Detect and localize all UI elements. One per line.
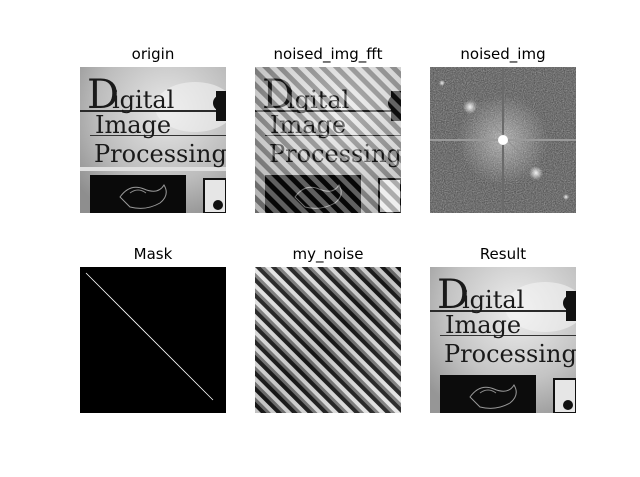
book-title-line1: igital [462,286,524,314]
noised-img-fft-graphic: D igital Image Processing [255,67,401,213]
book-initial: D [437,272,469,318]
book-title-line2: Image [445,311,521,339]
mask-image [80,267,226,413]
panel-title-my-noise: my_noise [292,245,364,263]
panel-title-result: Result [479,245,527,263]
panel-title-noised-img-fft: noised_img_fft [273,45,383,63]
panel-title-origin: origin [131,45,175,63]
book-title-line1: igital [112,86,174,114]
result-image: D igital Image Processing [430,267,576,413]
book-title-line3: Processing [444,340,576,368]
panel-title-mask: Mask [133,245,173,263]
book-title-line3: Processing [94,140,226,168]
my-noise-image-graphic [255,267,401,413]
origin-image: D igital Image Processing [80,67,226,213]
book-initial: D [87,72,119,118]
book-title-line2: Image [95,111,171,139]
result-image-graphic: D igital Image Processing [430,267,576,413]
noised-img-spectrum [430,67,576,213]
noised-img-fft-image: D igital Image Processing [255,67,401,213]
mask-diagonal-line [85,272,214,401]
mask-image-graphic [80,267,226,413]
panel-title-noised-img: noised_img [460,45,546,63]
noised-img-spectrum-graphic [430,67,576,213]
my-noise-image [255,267,401,413]
origin-image-graphic: D igital Image Processing [80,67,226,213]
